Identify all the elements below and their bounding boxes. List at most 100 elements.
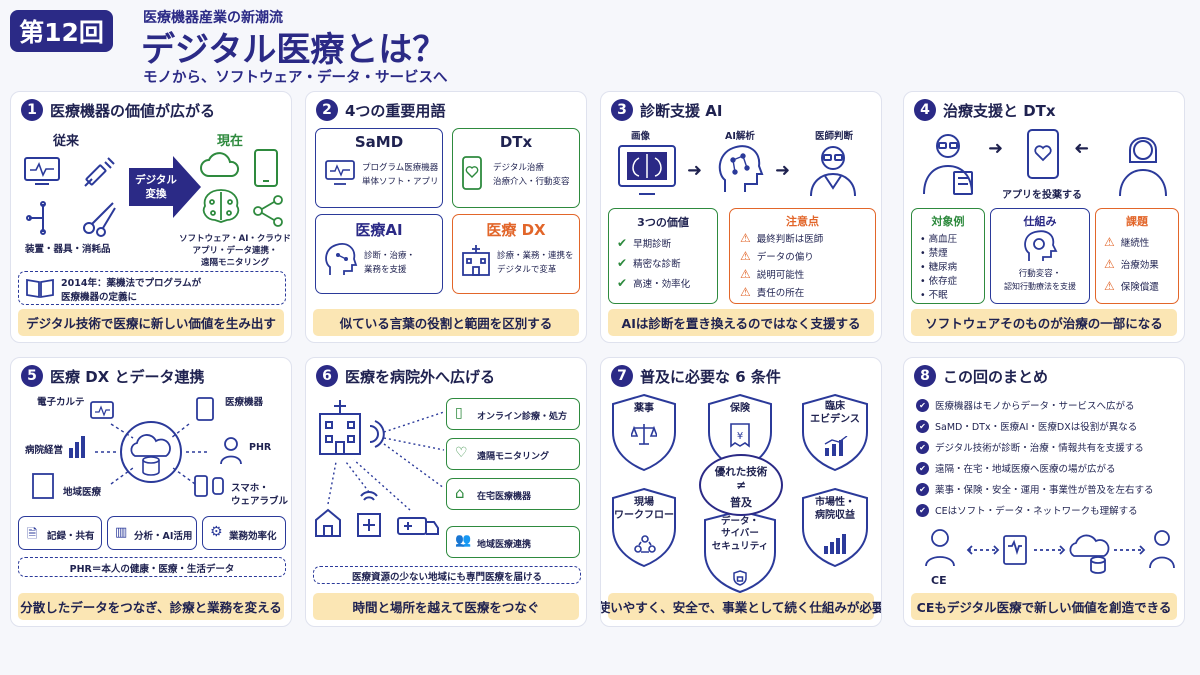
card-number: 3 bbox=[611, 99, 633, 121]
card-banner: 時間と場所を越えて医療をつなぐ bbox=[313, 593, 579, 620]
check-icon: ✔ bbox=[916, 482, 929, 496]
node-wearable-2: ウェアラブル bbox=[231, 496, 289, 507]
warning-icon: ⚠ bbox=[1104, 279, 1115, 293]
ai-head-icon bbox=[718, 145, 764, 192]
book-icon bbox=[26, 278, 54, 299]
doctor-icon bbox=[810, 146, 856, 197]
card-title: この回のまとめ bbox=[943, 367, 1049, 386]
arrow-label: デジタル 変換 bbox=[135, 174, 177, 201]
ai-head-icon bbox=[325, 243, 358, 275]
target-item: • 不眠 bbox=[920, 290, 948, 301]
flow-step-doctor: 医師判断 bbox=[815, 131, 854, 142]
check-icon: ✔ bbox=[916, 503, 929, 517]
monitor-icon bbox=[325, 160, 355, 185]
flow-arrow-2: ➜ bbox=[775, 160, 791, 181]
service-regional: 👥 地域医療連携 bbox=[446, 526, 580, 558]
card-number: 1 bbox=[21, 99, 43, 121]
card-number: 2 bbox=[316, 99, 338, 121]
scale-icon bbox=[631, 424, 657, 445]
term-dtx: DTx デジタル治療 治療介入・行動変容 bbox=[452, 128, 580, 208]
term-name: SaMD bbox=[354, 133, 404, 151]
center-message: 優れた技術 ≠ 普及 bbox=[699, 454, 783, 516]
network-icon bbox=[253, 195, 283, 227]
people-icon: 👥 bbox=[455, 533, 472, 548]
before-label: 従来 bbox=[53, 134, 80, 149]
summary-item: ✔SaMD・DTx・医療AI・医療DXは役割が異なる bbox=[916, 419, 1137, 433]
check-icon: ✔ bbox=[916, 461, 929, 475]
phone-heart-icon bbox=[1027, 129, 1059, 179]
mechanism-title: 仕組み bbox=[1023, 215, 1057, 228]
issues-box: 課題 ⚠継続性 ⚠治療効果 ⚠保険償還 bbox=[1095, 208, 1179, 304]
condition-regulatory: 薬事 bbox=[609, 392, 679, 472]
hospital-network-diagram bbox=[315, 400, 439, 537]
card-banner: AIは診断を置き換えるのではなく支援する bbox=[608, 309, 874, 336]
node-device: 医療機器 bbox=[225, 397, 264, 408]
receipt-yen-icon: ¥ bbox=[730, 423, 750, 448]
card-number: 5 bbox=[21, 365, 43, 387]
header: 第12回 医療機器産業の新潮流 デジタル医療とは？ モノから、ソフトウェア・デー… bbox=[0, 0, 1200, 90]
card-number: 6 bbox=[316, 365, 338, 387]
cautions-box: 注意点 ⚠最終判断は医師 ⚠データの偏り ⚠説明可能性 ⚠責任の所在 bbox=[729, 208, 876, 304]
after-caption-3: 遠隔モニタリング bbox=[200, 258, 269, 268]
issue-item: ⚠継続性 bbox=[1104, 235, 1150, 249]
card-value-expansion: 1 医療機器の価値が広がる 従来 現在 装置・器具・消耗品 デジタル 変換 bbox=[10, 91, 292, 343]
summary-item: ✔CEはソフト・データ・ネットワークも理解する bbox=[916, 503, 1138, 517]
card-banner: 使いやすく、安全で、事業として続く仕組みが必要 bbox=[601, 593, 881, 620]
card-summary: 8 この回のまとめ ✔医療機器はモノからデータ・サービスへ広がる ✔SaMD・D… bbox=[903, 357, 1185, 627]
cautions-title: 注意点 bbox=[786, 215, 819, 228]
arrow-to-app: ➜ bbox=[988, 138, 1004, 159]
check-icon: ✔ bbox=[617, 256, 628, 270]
card-key-terms: 2 4つの重要用語 SaMD プログラム医療機器 単体ソフト・アプリ DTx デ… bbox=[305, 91, 587, 343]
data-hub-diagram bbox=[32, 397, 242, 499]
arrow-to-app-reverse: ➜ bbox=[1074, 138, 1090, 159]
after-label: 現在 bbox=[217, 134, 244, 149]
monitor-heart-icon: ♡ bbox=[455, 445, 468, 461]
check-icon: ✔ bbox=[617, 236, 628, 250]
ce-connection-diagram bbox=[925, 529, 1175, 574]
term-desc-1: プログラム医療機器 bbox=[362, 163, 439, 173]
card-banner: 分散したデータをつなぎ、診療と業務を変える bbox=[18, 593, 284, 620]
mechanism-line-1: 行動変容・ bbox=[1018, 269, 1062, 279]
phone-heart-icon bbox=[462, 156, 482, 190]
value-item: ✔早期診断 bbox=[617, 236, 672, 250]
warning-icon: ⚠ bbox=[740, 249, 751, 263]
warning-icon: ⚠ bbox=[1104, 257, 1115, 271]
bar-chart-icon bbox=[824, 534, 846, 554]
page-subtitle: モノから、ソフトウェア・データ・サービスへ bbox=[143, 70, 448, 86]
hospital-icon bbox=[462, 245, 490, 276]
law-note: 2014年：薬機法でプログラムが 医療機器の定義に bbox=[18, 271, 286, 305]
term-desc-2: 業務を支援 bbox=[364, 265, 407, 275]
check-icon: ✔ bbox=[916, 419, 929, 433]
mechanism-line-2: 認知行動療法を支援 bbox=[1004, 282, 1076, 291]
lock-icon bbox=[733, 570, 747, 586]
card-title: 医療 DX とデータ連携 bbox=[50, 367, 205, 386]
issues-title: 課題 bbox=[1126, 215, 1148, 228]
issue-item: ⚠治療効果 bbox=[1104, 257, 1159, 271]
target-item: • 高血圧 bbox=[920, 234, 958, 245]
after-caption-2: アプリ・データ連携・ bbox=[192, 246, 278, 256]
service-online: ▯ オンライン診療・処方 bbox=[446, 398, 580, 430]
summary-item: ✔医療機器はモノからデータ・サービスへ広がる bbox=[916, 398, 1135, 412]
card-title: 普及に必要な 6 条件 bbox=[640, 367, 781, 386]
node-wearable-1: スマホ・ bbox=[231, 483, 269, 494]
doctor-icon bbox=[923, 134, 973, 195]
flow-step-image: 画像 bbox=[631, 131, 651, 142]
summary-item: ✔薬事・保険・安全・運用・事業性が普及を左右する bbox=[916, 482, 1154, 496]
probe-icon bbox=[26, 201, 46, 235]
law-note-line-1: 2014年：薬機法でプログラムが bbox=[61, 278, 202, 289]
law-note-line-2: 医療機器の定義に bbox=[61, 292, 138, 303]
phr-note: PHR＝本人の健康・医療・生活データ bbox=[18, 557, 286, 577]
term-medical-dx: 医療 DX 診療・業務・連携を デジタルで変革 bbox=[452, 214, 580, 294]
service-home: ⌂ 在宅医療機器 bbox=[446, 478, 580, 510]
warning-icon: ⚠ bbox=[1104, 235, 1115, 249]
card-number: 4 bbox=[914, 99, 936, 121]
term-medical-ai: 医療AI 診断・治療・ 業務を支援 bbox=[315, 214, 443, 294]
gear-head-icon bbox=[1024, 230, 1058, 261]
caution-item: ⚠最終判断は医師 bbox=[740, 231, 824, 245]
node-phr: PHR bbox=[249, 442, 272, 453]
term-name: 医療 DX bbox=[486, 221, 546, 239]
card-title: 治療支援と DTx bbox=[943, 101, 1056, 120]
caution-item: ⚠責任の所在 bbox=[740, 285, 805, 299]
issue-item: ⚠保険償還 bbox=[1104, 279, 1159, 293]
ce-label: CE bbox=[931, 574, 947, 587]
